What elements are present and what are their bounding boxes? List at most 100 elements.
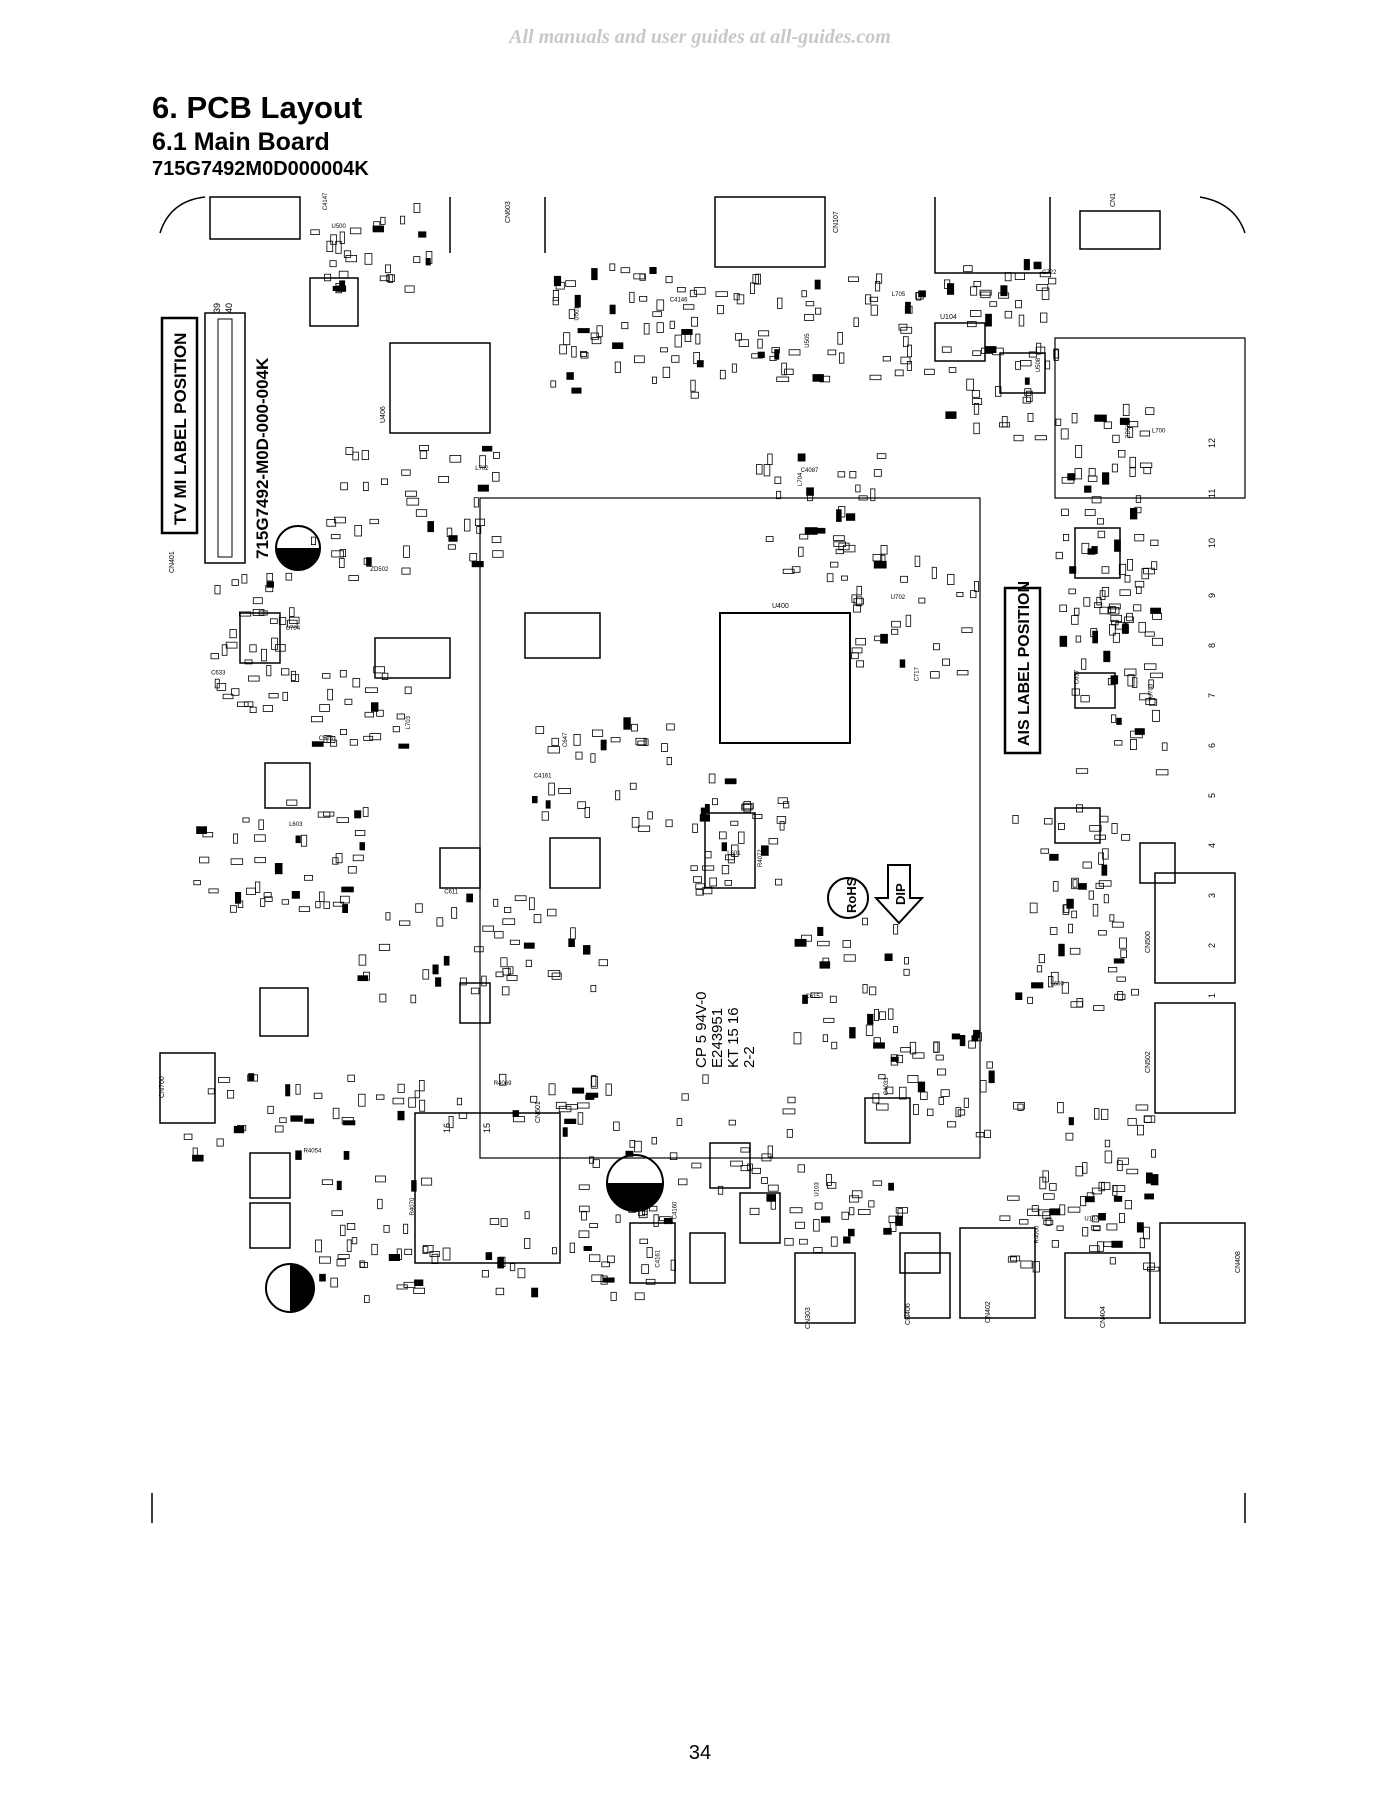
smd-component <box>1048 277 1057 285</box>
smd-component <box>244 659 253 665</box>
smd-component <box>477 484 489 492</box>
smd-component <box>986 1061 993 1069</box>
smd-component <box>853 604 861 613</box>
smd-component <box>575 751 583 760</box>
smd-component <box>1101 1182 1111 1190</box>
smd-component <box>1103 894 1109 904</box>
silk-label: C4033 <box>884 1077 890 1095</box>
smd-component <box>895 1207 908 1214</box>
smd-component <box>326 518 337 527</box>
smd-component <box>310 716 323 723</box>
smd-component <box>853 598 865 605</box>
smd-component <box>413 1287 426 1294</box>
smd-component <box>613 1121 620 1131</box>
smd-component <box>260 898 266 907</box>
l601-outline <box>689 1232 726 1284</box>
smd-component <box>1102 848 1109 860</box>
smd-component <box>318 891 325 902</box>
smd-component <box>1066 898 1074 909</box>
smd-component <box>336 1259 346 1267</box>
smd-component <box>806 487 814 496</box>
smd-component <box>752 814 763 820</box>
smd-component <box>1101 586 1110 597</box>
smd-component <box>345 255 357 263</box>
smd-component <box>600 739 607 751</box>
ul-mark-0: CP 5 94V-0 <box>693 992 710 1068</box>
smd-component <box>702 1074 709 1084</box>
smd-component <box>1140 462 1153 468</box>
smd-component <box>1071 413 1078 424</box>
smd-component <box>1101 864 1108 876</box>
smd-component <box>1111 823 1118 834</box>
smd-component <box>869 374 882 381</box>
silk-label: U500 <box>332 224 347 230</box>
smd-component <box>876 273 883 284</box>
smd-component <box>419 1099 426 1112</box>
smd-component <box>492 550 504 558</box>
smd-component <box>782 568 795 574</box>
smd-component <box>1043 1219 1054 1226</box>
smd-component <box>1075 768 1089 774</box>
u4-mid-chip-outline <box>549 837 601 889</box>
smd-component <box>894 369 904 377</box>
smd-component <box>899 659 906 668</box>
smd-component <box>474 518 485 526</box>
smd-component <box>1139 693 1151 701</box>
section-subtitle: 6.1 Main Board <box>152 128 330 156</box>
smd-component <box>1010 1255 1021 1262</box>
smd-component <box>695 333 701 345</box>
connector-label: CN404 <box>1100 1306 1107 1328</box>
smd-component <box>656 299 665 311</box>
smd-component <box>274 1125 284 1133</box>
smd-component <box>893 924 899 935</box>
smd-component <box>192 1147 198 1161</box>
smd-component <box>1040 312 1048 323</box>
smd-component <box>358 954 367 966</box>
smd-component <box>906 361 912 371</box>
smd-component <box>1145 407 1155 415</box>
smd-component <box>670 1259 676 1271</box>
smd-component <box>973 402 980 415</box>
connector-label: CN700 <box>159 1076 166 1098</box>
smd-component <box>848 276 859 282</box>
smd-component <box>396 713 406 720</box>
smd-component <box>281 899 289 905</box>
smd-component <box>548 782 555 796</box>
smd-component <box>1076 998 1084 1008</box>
smd-component <box>207 1088 215 1095</box>
smd-component <box>339 729 347 735</box>
smd-component <box>971 390 980 398</box>
smd-component <box>448 1116 454 1129</box>
smd-component <box>591 337 602 345</box>
smd-component <box>290 670 296 681</box>
smd-component <box>572 1087 585 1094</box>
smd-component <box>909 1041 917 1055</box>
smd-component <box>671 355 680 363</box>
smd-component <box>319 704 330 712</box>
smd-component <box>578 1184 590 1190</box>
pin-number: 9 <box>1207 593 1217 598</box>
smd-component <box>957 1109 966 1116</box>
smd-component <box>914 555 921 567</box>
smd-component <box>404 285 415 293</box>
smd-component <box>531 1287 539 1298</box>
smd-component <box>530 1095 538 1103</box>
cn500-outline <box>1154 872 1236 984</box>
smd-component <box>623 717 631 730</box>
smd-component <box>404 686 412 695</box>
smd-component <box>403 1281 416 1288</box>
smd-component <box>639 296 648 302</box>
smd-component <box>712 798 718 806</box>
smd-component <box>615 1214 621 1223</box>
smd-component <box>1061 508 1069 517</box>
smd-component <box>895 1215 903 1226</box>
smd-component <box>1110 614 1122 622</box>
smd-component <box>924 368 935 375</box>
connector-label: CN601 <box>535 1101 542 1123</box>
smd-component <box>414 1090 420 1099</box>
silk-label: ZD501 <box>1126 420 1132 439</box>
smd-component <box>1112 434 1120 443</box>
smd-component <box>315 901 321 909</box>
smd-component <box>948 367 957 373</box>
